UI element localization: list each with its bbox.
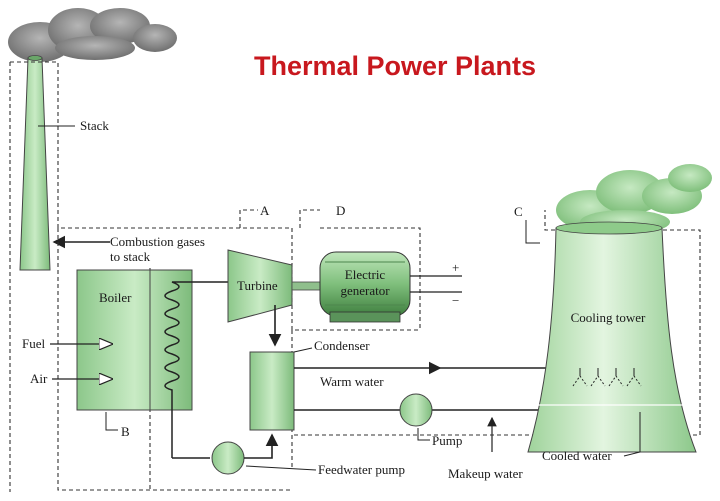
feedwater-pump <box>211 441 245 475</box>
boiler-coil <box>164 281 232 458</box>
boiler-label: Boiler <box>99 290 132 305</box>
warm-water-label: Warm water <box>320 374 384 389</box>
generator-label-2: generator <box>340 283 390 298</box>
feedwater-pump-label: Feedwater pump <box>318 462 405 477</box>
plus-sign: + <box>452 260 459 275</box>
turbine-label: Turbine <box>237 278 278 293</box>
pump-label: Pump <box>432 433 462 448</box>
spray-nozzles <box>572 368 642 387</box>
condenser-label: Condenser <box>314 338 370 353</box>
stack-boundary <box>10 61 420 331</box>
pump <box>399 393 433 427</box>
generator-label-1: Electric <box>345 267 386 282</box>
region-c-label: C <box>514 204 523 219</box>
stack <box>19 55 51 271</box>
boiler <box>76 269 193 411</box>
turbine <box>227 249 293 323</box>
region-d-label: D <box>336 203 345 218</box>
combustion-label-1: Combustion gases <box>110 234 205 249</box>
makeup-water-label: Makeup water <box>448 466 523 481</box>
minus-sign: − <box>452 293 459 308</box>
cooling-tower <box>527 221 697 453</box>
cooled-water-label: Cooled water <box>542 448 612 463</box>
region-a-label: A <box>260 203 270 218</box>
smoke-cloud <box>8 8 177 62</box>
combustion-label-2: to stack <box>110 249 151 264</box>
stack-label: Stack <box>80 118 109 133</box>
cooling-tower-label: Cooling tower <box>571 310 646 325</box>
region-c-boundary <box>294 210 701 436</box>
region-b-label: B <box>121 424 130 439</box>
shaft <box>291 281 321 291</box>
electric-generator <box>319 251 411 323</box>
page-title: Thermal Power Plants <box>254 51 536 81</box>
air-label: Air <box>30 371 48 386</box>
region-b-boundary <box>57 228 292 491</box>
fuel-label: Fuel <box>22 336 46 351</box>
condenser <box>249 351 295 431</box>
